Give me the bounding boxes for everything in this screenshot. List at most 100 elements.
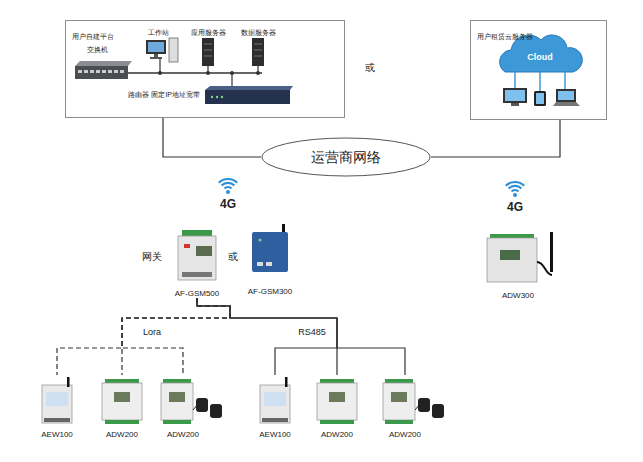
meter-device-part xyxy=(262,418,288,422)
workstation-icon-part xyxy=(150,57,162,59)
gateway-device-part xyxy=(178,236,216,280)
switch-icon-part xyxy=(78,70,82,73)
meter-device-part xyxy=(42,385,72,423)
gateway-device-part xyxy=(259,239,262,242)
cloud-icon-part xyxy=(539,72,541,91)
lan-bus-wire-part xyxy=(128,72,262,74)
device-name: AEW100 xyxy=(41,430,73,439)
lora-link xyxy=(122,298,230,375)
wireless-icon-part xyxy=(225,187,232,188)
wireless-icon-part xyxy=(513,193,517,197)
meter-box: ADW200 xyxy=(99,375,145,439)
wireless-icon-part xyxy=(512,190,519,191)
lora-link xyxy=(122,298,230,375)
cloud-icon-part xyxy=(503,88,527,103)
cloud-platform-box: 用户租赁云服务器 xyxy=(470,20,607,120)
router-icon-part xyxy=(205,86,293,90)
server-icon-part xyxy=(204,44,212,45)
lora-link xyxy=(57,298,230,375)
device-name: ADW200 xyxy=(167,430,199,439)
meter-box: ADW200 xyxy=(314,375,360,439)
switch-icon-part xyxy=(120,70,124,73)
meter-box: ADW200 xyxy=(160,375,206,439)
device-name: AF-GSM500 xyxy=(175,289,219,298)
switch-icon-part xyxy=(108,70,112,73)
router-icon-part xyxy=(205,90,290,104)
meter-device-part xyxy=(67,377,70,387)
device-label: 交换机 xyxy=(87,46,108,54)
switch-icon-part xyxy=(84,70,88,73)
meter-device-part xyxy=(264,392,286,406)
workstation-icon-part xyxy=(148,42,164,52)
wired-link xyxy=(197,298,405,375)
meter-device-part xyxy=(210,404,222,418)
meter-device-part xyxy=(500,250,520,260)
meter-device-part xyxy=(44,418,70,422)
meter-device-part xyxy=(320,420,354,424)
meter-device xyxy=(102,379,357,424)
cloud-icon xyxy=(500,35,583,106)
meter-box: ADW200 xyxy=(382,375,428,439)
server-icon-part xyxy=(202,38,214,66)
lan-bus-wire-part xyxy=(159,59,160,73)
signal-label: 4G xyxy=(220,198,236,212)
cloud-icon-part xyxy=(500,35,583,72)
lan-bus-wire-part xyxy=(206,71,210,75)
gateway-label: 网关 xyxy=(142,251,162,263)
device-name: ADW200 xyxy=(321,430,353,439)
lan-bus-wire-part xyxy=(158,71,162,75)
wired-link xyxy=(197,298,337,375)
gateway-box: AF-GSM500 xyxy=(171,228,223,298)
wireless-icon-part xyxy=(226,190,230,194)
wireless-icon-part xyxy=(506,182,524,186)
group-heading: 用户租赁云服务器 xyxy=(477,33,533,41)
gateway-device xyxy=(178,230,216,280)
lan-bus-wire-part xyxy=(230,71,234,75)
wireless-icon xyxy=(219,179,524,197)
bus-label: Lora xyxy=(141,327,163,337)
lan-bus-wire-part xyxy=(256,71,260,75)
gateway-device-part xyxy=(257,262,263,266)
wireless-icon-part xyxy=(219,179,237,183)
switch-icon-part xyxy=(75,61,132,66)
device-name: AEW100 xyxy=(259,430,291,439)
meter-device-part xyxy=(383,383,415,420)
server-icon xyxy=(202,38,264,66)
router-icon xyxy=(205,86,293,104)
gateway-device-part xyxy=(266,262,272,266)
wired-link xyxy=(197,298,337,375)
network-ellipse: 运营商网络 xyxy=(261,137,431,177)
or-label: 或 xyxy=(228,251,238,263)
wireless-icon-part xyxy=(509,186,522,189)
device-label: 工作站 xyxy=(148,29,169,37)
lan-bus-wire xyxy=(128,59,262,87)
meter-device-part xyxy=(418,398,430,412)
router-icon-part xyxy=(211,96,213,98)
workstation-icon-part xyxy=(146,40,166,54)
gateway-device xyxy=(252,224,288,272)
signal-label: 4G xyxy=(507,201,523,215)
meter-device-part xyxy=(329,392,345,402)
meter-device xyxy=(487,232,553,282)
wired-link xyxy=(431,120,560,157)
meter-device-part xyxy=(385,420,413,424)
device-name: ADW300 xyxy=(502,291,534,300)
cloud-icon-part xyxy=(564,72,566,89)
network-label: 运营商网络 xyxy=(311,149,381,165)
gateway-device-part xyxy=(196,246,212,256)
device-label: 路由器 固定IP地址宽带 xyxy=(128,91,200,99)
lan-bus-wire-part xyxy=(231,73,232,87)
server-icon-part xyxy=(204,56,212,57)
server-icon-part xyxy=(254,50,262,51)
wireless-icon-part xyxy=(222,183,235,186)
server-icon-part xyxy=(254,56,262,57)
switch-icon-part xyxy=(96,70,100,73)
meter-device-part xyxy=(196,398,208,412)
meter-device-part xyxy=(432,404,444,418)
meter-device-part xyxy=(105,420,139,424)
switch-icon-part xyxy=(114,70,118,73)
cloud-icon-part xyxy=(514,72,516,88)
meter-device xyxy=(161,379,444,424)
